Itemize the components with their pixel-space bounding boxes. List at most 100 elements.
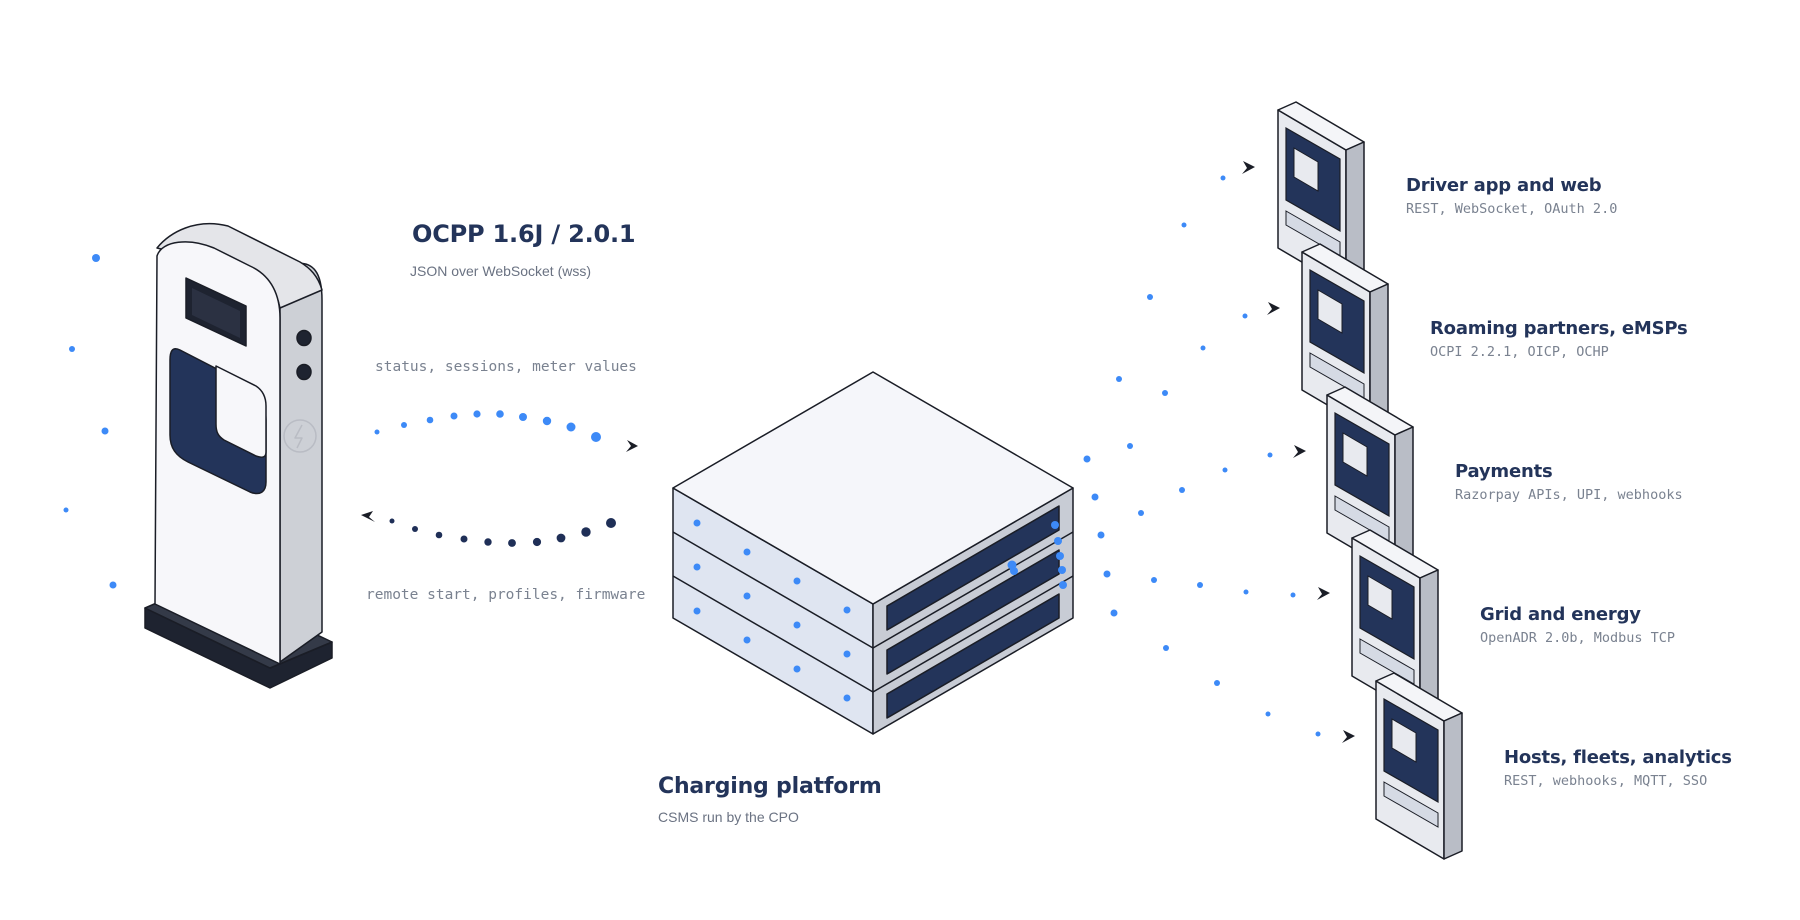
fanout-arrows [1242, 161, 1355, 743]
fanout-dot [1091, 493, 1099, 501]
arc-dot [450, 412, 458, 420]
fanout-dot [1315, 731, 1321, 737]
arc-dot [496, 410, 504, 418]
downstream-arrow-icon [361, 511, 375, 522]
downstream-label: remote start, profiles, firmware [366, 587, 646, 603]
ev-charger [144, 222, 333, 689]
charger-ambient-dots [63, 254, 117, 589]
arc-dot [591, 432, 601, 442]
fanout-dot [1243, 589, 1249, 595]
led-dot [793, 577, 801, 585]
ambient-dot [101, 427, 109, 435]
protocol-subtitle: JSON over WebSocket (wss) [410, 263, 592, 279]
arc-dot [556, 533, 566, 543]
fanout-dot [1220, 175, 1226, 181]
drive-panel [886, 593, 1060, 719]
charger-button [296, 363, 312, 381]
led-dot [693, 563, 701, 571]
arc-dot [460, 535, 468, 543]
led-dot [693, 519, 701, 527]
arc-dot [532, 537, 542, 547]
arc-dot [508, 539, 516, 547]
integration-title-payments: Payments [1455, 461, 1553, 482]
fanout-dot [1097, 531, 1105, 539]
fanout-dot [1181, 222, 1187, 228]
integration-title-hosts: Hosts, fleets, analytics [1504, 747, 1732, 768]
fanout-dot [1179, 487, 1185, 493]
downstream-arc [361, 511, 616, 547]
protocol-title: OCPP 1.6J / 2.0.1 [412, 220, 636, 248]
integration-title-grid: Grid and energy [1480, 604, 1641, 625]
fanout-dot [1162, 390, 1168, 396]
fanout-dot [1110, 609, 1118, 617]
arc-dot [581, 527, 591, 537]
drive-panel [886, 505, 1060, 631]
charger-button [296, 329, 312, 347]
fanout-dot [1267, 452, 1273, 458]
fanout-dot [1197, 582, 1203, 588]
led-dot [1010, 567, 1018, 575]
fanout-dot [1127, 443, 1133, 449]
ambient-dot [92, 254, 100, 262]
arc-dot [519, 413, 527, 421]
integration-subtitle-hosts: REST, webhooks, MQTT, SSO [1504, 773, 1708, 789]
charger-screen [192, 288, 240, 338]
server-stack [672, 371, 1074, 735]
fanout-dot [1214, 680, 1220, 686]
integration-subtitle-payments: Razorpay APIs, UPI, webhooks [1455, 487, 1683, 503]
fanout-dot [1147, 294, 1153, 300]
fanout-dot [1265, 711, 1271, 717]
led-dot [1054, 537, 1062, 545]
platform-title: Charging platform [658, 774, 882, 799]
stack-top [672, 371, 1074, 605]
ambient-dot [109, 581, 117, 589]
arc-dot [412, 526, 418, 532]
led-dot [1059, 581, 1067, 589]
fanout-dot [1151, 577, 1157, 583]
led-dot [693, 607, 701, 615]
fanout-dot [1163, 645, 1169, 651]
led-dot [743, 548, 751, 556]
arc-dot [484, 538, 492, 546]
upstream-arc [374, 410, 638, 452]
led-dot [793, 665, 801, 673]
stack-divider [672, 531, 874, 649]
arc-dot [374, 429, 380, 435]
fanout-dot [1083, 455, 1091, 463]
fanout-dot [1138, 510, 1144, 516]
led-dot [843, 606, 851, 614]
integration-title-driver-app: Driver app and web [1406, 175, 1602, 196]
arrow-icon [1317, 587, 1330, 600]
integration-subtitle-roaming: OCPI 2.2.1, OICP, OCHP [1430, 344, 1609, 360]
drive-panel [886, 549, 1060, 675]
fanout-dot [1290, 592, 1296, 598]
fanout-dots [1083, 175, 1321, 737]
arrow-icon [1293, 445, 1306, 458]
stack-divider [672, 575, 874, 693]
arc-dot [401, 422, 407, 428]
led-dot [743, 636, 751, 644]
stack-divider [872, 531, 1074, 649]
led-dot [743, 592, 751, 600]
upstream-arrow-icon [626, 440, 638, 452]
bolt-logo-icon [283, 419, 317, 453]
bolt-icon [294, 424, 303, 449]
arrow-icon [1342, 730, 1355, 743]
arc-dot [389, 518, 395, 524]
arc-dot [542, 416, 552, 426]
monitor-hosts [1375, 672, 1463, 860]
led-dot [843, 694, 851, 702]
upstream-label: status, sessions, meter values [375, 359, 637, 375]
led-dot [1051, 521, 1059, 529]
fanout-dot [1103, 570, 1111, 578]
ambient-dot [63, 507, 69, 513]
led-dot [1056, 552, 1064, 560]
fanout-dot [1242, 313, 1248, 319]
arc-dot [606, 518, 616, 528]
arc-dot [566, 422, 576, 432]
led-dot [1058, 566, 1066, 574]
arc-dot [435, 531, 443, 539]
stack-divider [872, 575, 1074, 693]
